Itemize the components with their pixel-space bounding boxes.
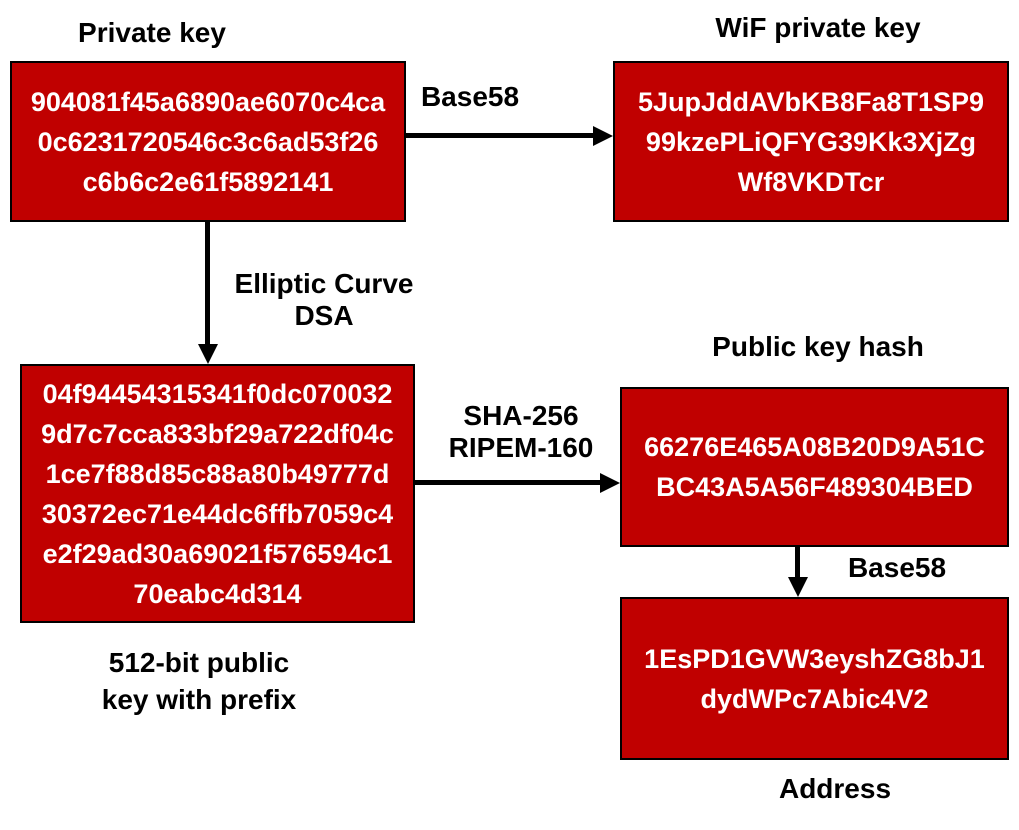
base58-top-arrow <box>406 133 595 138</box>
base58-top-arrowhead-icon <box>593 126 613 146</box>
sha-ripem-label-line: SHA-256 <box>463 400 579 431</box>
base58-bottom-arrowhead-icon <box>788 577 808 597</box>
public-key-line: 04f94454315341f0dc070032 <box>42 378 393 409</box>
address-line: dydWPc7Abic4V2 <box>700 683 929 714</box>
private-key-line: 0c6231720546c3c6ad53f26 <box>37 126 379 157</box>
ecdsa-label: Elliptic Curve DSA <box>235 268 414 332</box>
sha-ripem-label: SHA-256 RIPEM-160 <box>449 400 594 464</box>
sha-ripem-arrow <box>415 480 602 485</box>
public-key-caption: 512-bit public key with prefix <box>102 644 297 718</box>
public-key-hash-line: 66276E465A08B20D9A51C <box>644 432 985 462</box>
public-key-hash-box: 66276E465A08B20D9A51C BC43A5A56F489304BE… <box>620 387 1009 547</box>
ecdsa-label-line: DSA <box>294 300 354 331</box>
public-key-line: 9d7c7cca833bf29a722df04c <box>41 418 394 449</box>
public-key-hash-line: BC43A5A56F489304BED <box>656 472 973 502</box>
public-key-line: 70eabc4d314 <box>133 578 302 609</box>
public-key-line: 30372ec71e44dc6ffb7059c4 <box>41 498 394 529</box>
public-key-line: 1ce7f88d85c88a80b49777d <box>45 458 390 489</box>
wif-private-key-line: Wf8VKDTcr <box>737 166 885 197</box>
base58-top-label: Base58 <box>420 81 520 112</box>
wif-private-key-box: 5JupJddAVbKB8Fa8T1SP9 99kzePLiQFYG39Kk3X… <box>613 61 1009 222</box>
address-caption: Address <box>778 773 892 804</box>
private-key-title: Private key <box>78 17 226 48</box>
address-line: 1EsPD1GVW3eyshZG8bJ1 <box>644 643 985 674</box>
private-key-line: c6b6c2e61f5892141 <box>82 166 334 197</box>
address-box: 1EsPD1GVW3eyshZG8bJ1 dydWPc7Abic4V2 <box>620 597 1009 760</box>
private-key-line: 904081f45a6890ae6070c4ca <box>30 86 386 117</box>
base58-bottom-arrow <box>795 547 800 581</box>
wif-private-key-line: 99kzePLiQFYG39Kk3XjZg <box>645 126 977 157</box>
ecdsa-label-line: Elliptic Curve <box>234 268 414 299</box>
sha-ripem-arrowhead-icon <box>600 473 620 493</box>
public-key-box: 04f94454315341f0dc070032 9d7c7cca833bf29… <box>20 364 415 623</box>
ecdsa-arrowhead-icon <box>198 344 218 364</box>
public-key-caption-line: key with prefix <box>101 684 297 715</box>
wif-private-key-title: WiF private key <box>715 12 921 43</box>
public-key-line: e2f29ad30a69021f576594c1 <box>42 538 393 569</box>
private-key-box: 904081f45a6890ae6070c4ca 0c6231720546c3c… <box>10 61 406 222</box>
public-key-hash-title: Public key hash <box>712 331 924 362</box>
ecdsa-arrow <box>205 222 210 348</box>
wif-private-key-line: 5JupJddAVbKB8Fa8T1SP9 <box>637 86 985 117</box>
base58-bottom-label: Base58 <box>847 552 947 583</box>
sha-ripem-label-line: RIPEM-160 <box>448 432 594 463</box>
public-key-caption-line: 512-bit public <box>108 647 290 678</box>
